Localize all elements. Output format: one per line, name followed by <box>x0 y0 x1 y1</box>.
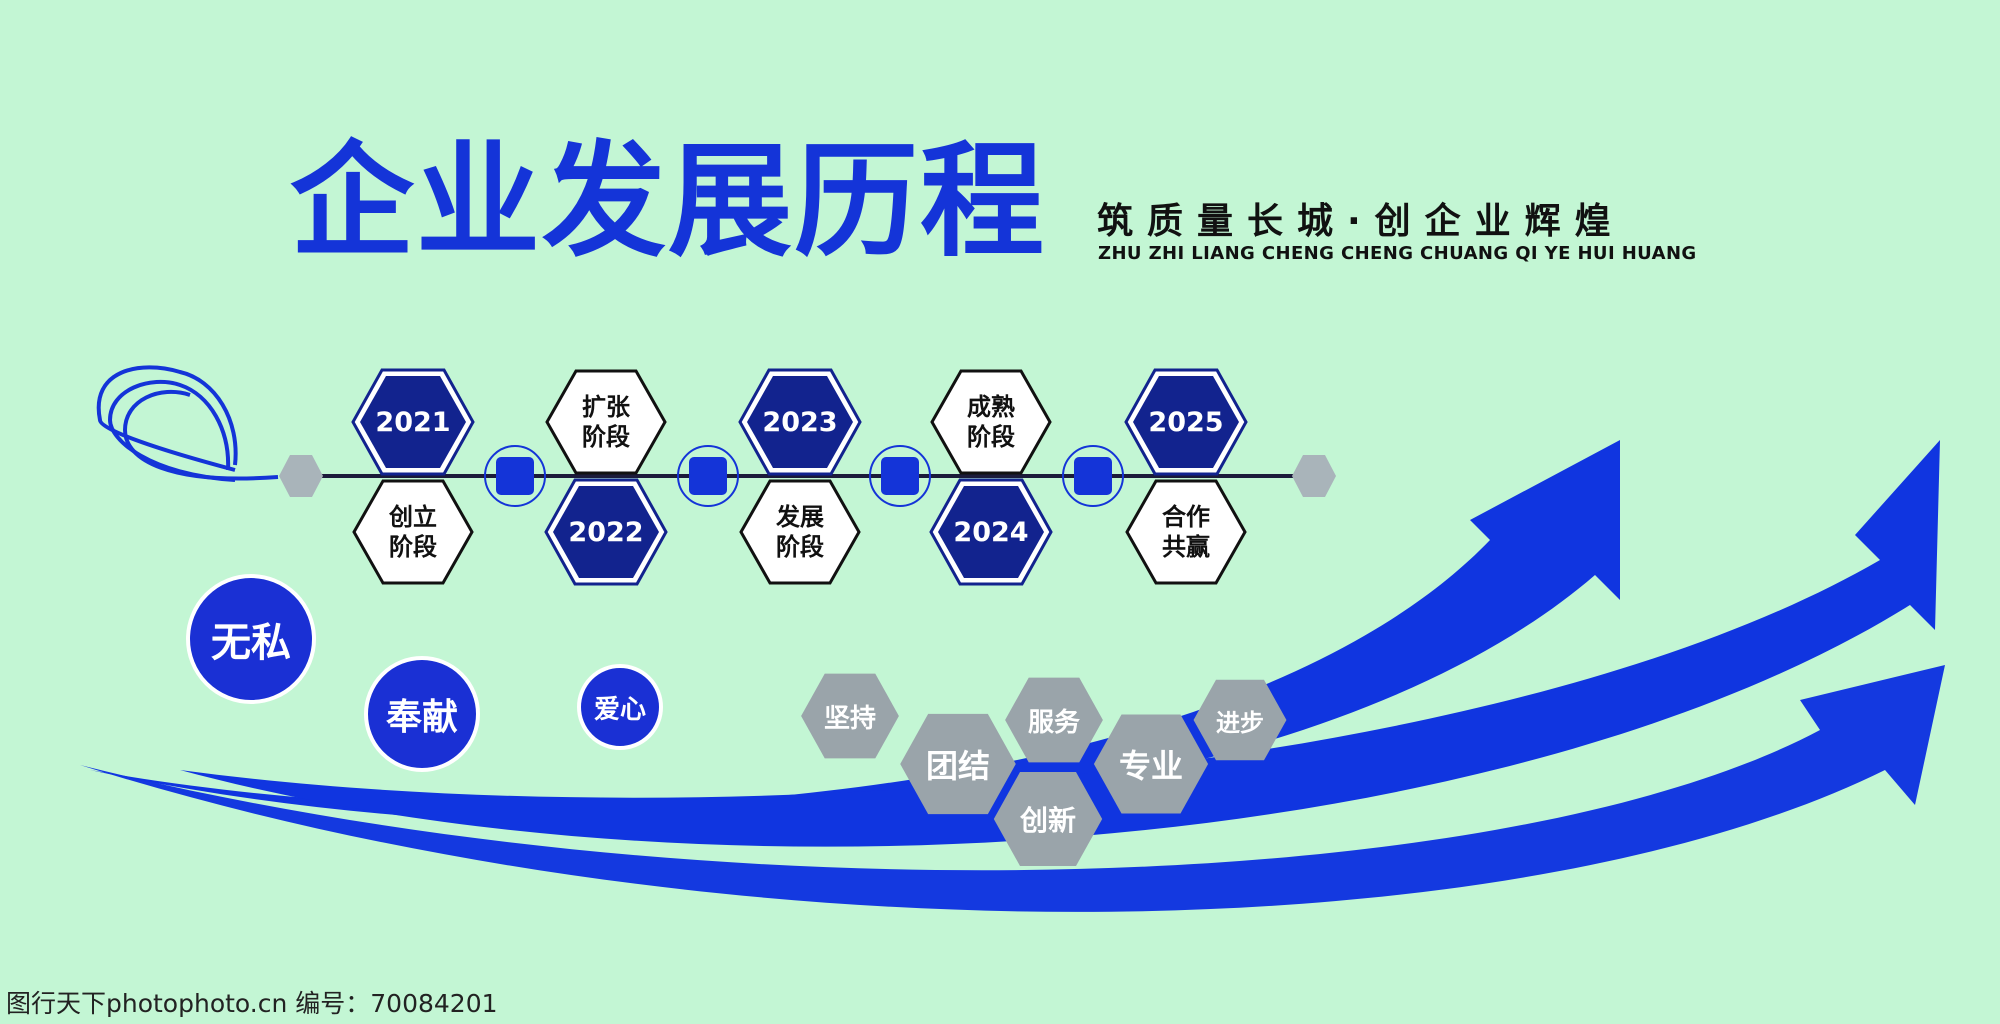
timeline-start-hex <box>279 455 323 497</box>
year-hex-2024: 2024 <box>929 478 1053 586</box>
stage-hex-cooperation: 合作 共赢 <box>1124 478 1248 586</box>
year-hex-2025: 2025 <box>1124 368 1248 476</box>
year-label: 2025 <box>1148 406 1224 438</box>
value-label: 进步 <box>1216 708 1264 737</box>
stage-hex-founding: 创立 阶段 <box>351 478 475 586</box>
connector-4 <box>1062 445 1124 507</box>
arrow-swoosh-3 <box>80 665 1945 912</box>
value-label: 专业 <box>1118 747 1183 785</box>
value-hex-service: 服务 <box>1002 676 1106 764</box>
value-label: 坚持 <box>823 703 876 734</box>
stage-hex-maturity: 成熟 阶段 <box>929 368 1053 476</box>
stage-label: 成熟 阶段 <box>967 393 1015 451</box>
circle-selfless: 无私 <box>186 574 316 704</box>
value-hex-professional: 专业 <box>1092 712 1210 816</box>
circle-love: 爱心 <box>577 664 663 750</box>
value-label: 团结 <box>925 747 990 785</box>
stage-label: 创立 阶段 <box>389 503 437 561</box>
stage-hex-development: 发展 阶段 <box>738 478 862 586</box>
value-label: 服务 <box>1027 707 1080 738</box>
page-title: 企业发展历程 <box>290 129 1047 274</box>
year-hex-2022: 2022 <box>544 478 668 586</box>
connector-3 <box>869 445 931 507</box>
value-label: 创新 <box>1019 804 1076 837</box>
watermark: 图行天下photophoto.cn 编号：70084201 <box>6 989 498 1018</box>
connector-1 <box>484 445 546 507</box>
timeline-end-hex <box>1292 455 1336 497</box>
year-hex-2021: 2021 <box>351 368 475 476</box>
circle-label: 无私 <box>211 620 291 666</box>
arc-logo-mid <box>107 379 236 482</box>
stage-hex-expansion: 扩张 阶段 <box>544 368 668 476</box>
slogan-pinyin: ZHU ZHI LIANG CHENG CHENG CHUANG QI YE H… <box>1098 243 1697 264</box>
year-hex-2023: 2023 <box>738 368 862 476</box>
stage-label: 合作 共赢 <box>1162 503 1210 561</box>
stage-label: 发展 阶段 <box>776 503 824 561</box>
year-label: 2024 <box>953 516 1029 548</box>
slogan: 筑质量长城·创企业辉煌 <box>1097 201 1625 242</box>
circle-dedication: 奉献 <box>364 656 480 772</box>
arrow-swoosh-2 <box>180 440 1940 847</box>
value-hex-persistence: 坚持 <box>798 672 902 760</box>
connector-2 <box>677 445 739 507</box>
stage-label: 扩张 阶段 <box>582 393 630 451</box>
arc-logo-inner <box>122 389 279 481</box>
circle-label: 爱心 <box>593 694 646 725</box>
year-label: 2021 <box>375 406 451 438</box>
year-label: 2022 <box>568 516 644 548</box>
arc-logo-outer <box>96 365 238 472</box>
value-hex-progress: 进步 <box>1192 678 1288 762</box>
value-hex-innovation: 创新 <box>992 770 1104 868</box>
year-label: 2023 <box>762 406 838 438</box>
circle-label: 奉献 <box>385 697 458 738</box>
value-hex-unity: 团结 <box>898 712 1018 816</box>
